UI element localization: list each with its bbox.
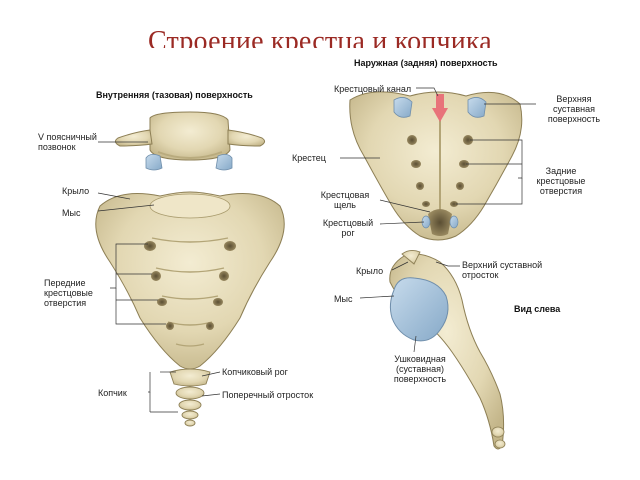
sacrum-anterior <box>95 191 285 370</box>
l5-vertebra <box>114 111 266 171</box>
slide-title: Строение крестца и копчика <box>148 26 492 48</box>
header-left-view: Вид слева <box>514 304 561 314</box>
label-promontory: Мыс <box>62 208 81 218</box>
label-lateral-wing: Крыло <box>356 266 384 276</box>
header-pelvic-surface: Внутренняя (тазовая) поверхность <box>96 90 253 100</box>
label-auricular-surface: Ушковидная (суставная) поверхность <box>393 354 447 384</box>
label-coccyx: Копчик <box>98 388 127 398</box>
label-coccygeal-horn: Копчиковый рог <box>222 367 288 377</box>
label-posterior-foramina: Задние крестцовые отверстия <box>536 166 586 196</box>
label-lateral-promontory: Мыс <box>334 294 353 304</box>
sacral-canal-arrow <box>432 94 448 122</box>
label-sacral-hiatus: Крестцовая щель <box>320 190 370 210</box>
label-transverse-process: Поперечный отросток <box>222 390 314 400</box>
label-l5-vertebra: V поясничный позвонок <box>38 132 97 152</box>
sacrum-lateral <box>389 249 506 450</box>
coccyx-anterior <box>169 368 211 427</box>
label-anterior-foramina: Передние крестцовые отверстия <box>44 278 93 308</box>
label-sacral-canal: Крестцовый канал <box>334 84 412 94</box>
label-sacral-horn: Крестцовый рог <box>322 218 374 238</box>
left-leader-lines <box>97 141 221 413</box>
label-wing: Крыло <box>62 186 90 196</box>
lateral-leader-lines <box>359 261 460 353</box>
right-leader-lines <box>340 87 536 225</box>
label-superior-articular-surface: Верхняя суставная поверхность <box>547 94 601 124</box>
header-posterior-surface: Наружная (задняя) поверхность <box>354 58 498 68</box>
label-sacrum: Крестец <box>292 153 326 163</box>
label-superior-articular-process: Верхний суставной отросток <box>462 260 543 280</box>
